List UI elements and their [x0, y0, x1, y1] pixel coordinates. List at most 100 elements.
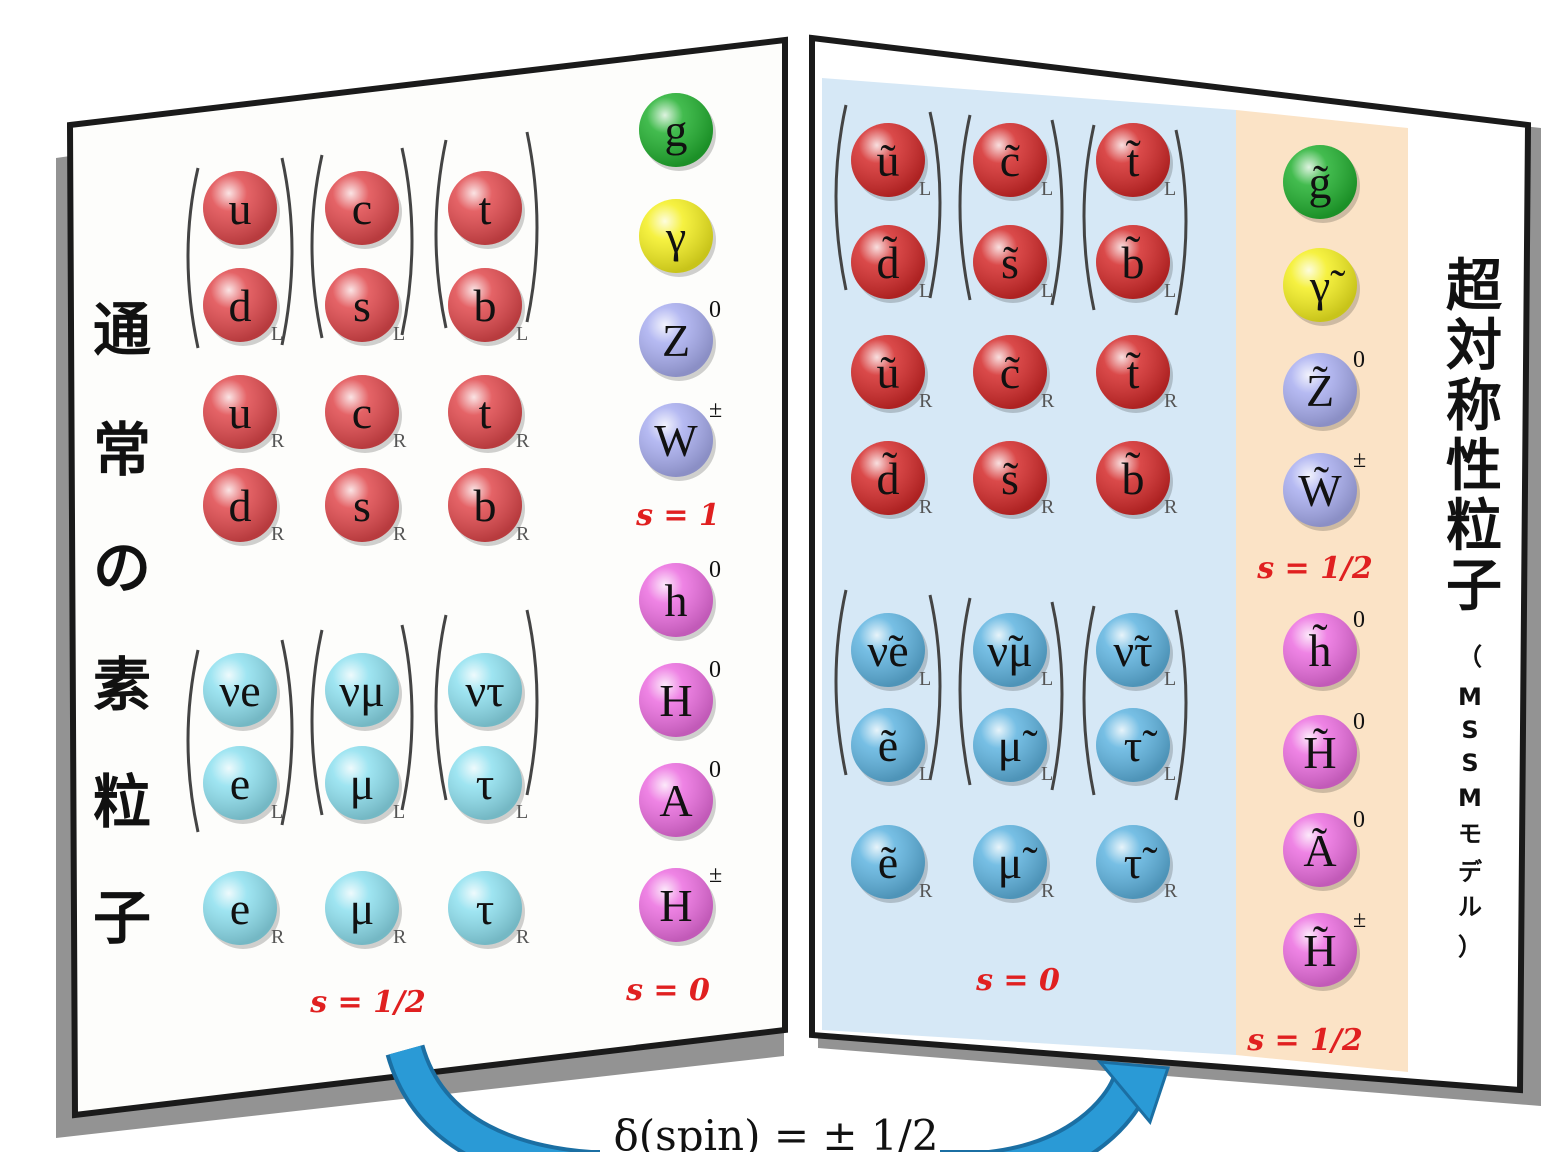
- particle-symbol: Z: [662, 315, 690, 366]
- particle-symbol: g̃: [1309, 157, 1332, 208]
- particle-symbol: Z̃: [1306, 365, 1334, 416]
- particle-symbol: t̃: [1125, 135, 1140, 186]
- particle-symbol: b: [474, 280, 497, 331]
- particle-symbol: μ: [350, 883, 375, 934]
- right-subtitle-char: S: [1461, 716, 1478, 744]
- right-title: 超 対 称 性 粒 子: [1446, 254, 1503, 619]
- particle-subscript: L: [516, 801, 528, 823]
- particle-subscript: L: [1164, 763, 1176, 785]
- particle-symbol: ẽ: [878, 720, 898, 771]
- particle-symbol: H: [659, 675, 692, 726]
- particle-symbol: h̃: [1309, 624, 1332, 676]
- particle-symbol: b̃: [1122, 236, 1145, 288]
- particle-symbol: b: [474, 480, 497, 531]
- particle-symbol: ν̃τ: [1113, 625, 1152, 676]
- particle-symbol: ũ: [877, 347, 900, 398]
- right-subtitle-char: モ: [1458, 820, 1482, 848]
- particle-superscript: 0: [1353, 607, 1365, 633]
- right-subtitle-char: S: [1461, 749, 1478, 777]
- particle-subscript: R: [516, 926, 530, 948]
- particle-subscript: R: [919, 496, 933, 518]
- particle-subscript: L: [1041, 763, 1053, 785]
- arrow-label: δ(spin) = ± 1/2: [613, 1111, 938, 1152]
- particle-symbol: γ: [665, 211, 686, 262]
- particle-subscript: L: [919, 668, 931, 690]
- particle-symbol: c: [352, 387, 372, 438]
- particle-symbol: Ã: [1303, 825, 1336, 876]
- particle-subscript: L: [1164, 280, 1176, 302]
- particle-subscript: R: [1164, 880, 1178, 902]
- particle-symbol: c̃: [1000, 347, 1020, 398]
- particle-subscript: R: [271, 523, 285, 545]
- particle-subscript: R: [919, 880, 933, 902]
- particle-symbol: s: [353, 280, 371, 331]
- spin-label-left-higgs: s = 0: [625, 973, 710, 1008]
- particle-subscript: R: [1164, 496, 1178, 518]
- particle-subscript: L: [919, 280, 931, 302]
- particle-subscript: L: [393, 801, 405, 823]
- particle-subscript: R: [271, 926, 285, 948]
- particle-subscript: R: [1164, 390, 1178, 412]
- particle-symbol: e: [230, 883, 250, 934]
- particle-symbol: d: [229, 280, 252, 331]
- particle-subscript: R: [1041, 496, 1055, 518]
- particle-superscript: ±: [1353, 447, 1366, 473]
- particle-symbol: d̃: [877, 452, 900, 504]
- particle-symbol: t: [479, 183, 492, 234]
- left-title-char: 素: [93, 651, 151, 719]
- spin-label-left-gauge: s = 1: [635, 498, 720, 533]
- left-title-char: 子: [93, 884, 151, 952]
- particle-superscript: 0: [1353, 709, 1365, 735]
- particle-superscript: ±: [709, 862, 722, 888]
- particle-subscript: R: [1041, 390, 1055, 412]
- right-subtitle: （ M S S M モ デ ル ）: [1458, 643, 1483, 961]
- particle-symbol: ν̃μ: [987, 625, 1032, 676]
- particle-superscript: ±: [1353, 907, 1366, 933]
- particle-subscript: L: [1164, 668, 1176, 690]
- right-blue-panel: [822, 78, 1236, 1055]
- spin-label-right-higgsinos: s = 1/2: [1246, 1023, 1363, 1058]
- left-title-char: の: [93, 534, 151, 602]
- particle-symbol: ũ: [877, 135, 900, 186]
- particle-symbol: g: [665, 105, 688, 156]
- particle-symbol: H̃: [1303, 925, 1336, 976]
- particle-subscript: R: [393, 926, 407, 948]
- particle-superscript: ±: [709, 397, 722, 423]
- particle-subscript: R: [393, 523, 407, 545]
- spin-label-left-fermions: s = 1/2: [309, 985, 426, 1020]
- particle-symbol: t̃: [1125, 347, 1140, 398]
- particle-symbol: νe: [219, 665, 260, 716]
- particle-subscript: L: [1041, 178, 1053, 200]
- particle-symbol: s̃: [1001, 237, 1019, 288]
- particle-superscript: 0: [709, 657, 721, 683]
- particle-superscript: 0: [709, 557, 721, 583]
- particle-subscript: R: [919, 390, 933, 412]
- particle-symbol: d̃: [877, 236, 900, 288]
- left-title-char: 粒: [93, 768, 151, 836]
- particle-subscript: L: [1041, 280, 1053, 302]
- particle-symbol: u: [229, 387, 252, 438]
- particle-subscript: L: [271, 801, 283, 823]
- particle-superscript: 0: [709, 297, 721, 323]
- particle-subscript: R: [516, 523, 530, 545]
- particle-subscript: R: [516, 430, 530, 452]
- particle-subscript: L: [1164, 178, 1176, 200]
- particle-superscript: 0: [1353, 807, 1365, 833]
- right-title-char: 粒: [1446, 494, 1502, 559]
- particle-symbol: c: [352, 183, 372, 234]
- left-title-char: 常: [93, 416, 151, 484]
- right-title-char: 称: [1446, 374, 1502, 439]
- particle-subscript: L: [919, 763, 931, 785]
- spin-label-right-gauginos: s = 1/2: [1256, 551, 1373, 586]
- particle-subscript: L: [516, 323, 528, 345]
- particle-symbol: s: [353, 480, 371, 531]
- particle-symbol: h: [665, 575, 688, 626]
- right-subtitle-char: M: [1458, 683, 1482, 711]
- right-subtitle-char: デ: [1458, 858, 1483, 886]
- particle-symbol: A: [659, 775, 692, 826]
- left-title-char: 通: [93, 296, 151, 364]
- particle-symbol: H: [659, 880, 692, 931]
- particle-symbol: τ: [476, 883, 495, 934]
- right-subtitle-char: M: [1458, 784, 1482, 812]
